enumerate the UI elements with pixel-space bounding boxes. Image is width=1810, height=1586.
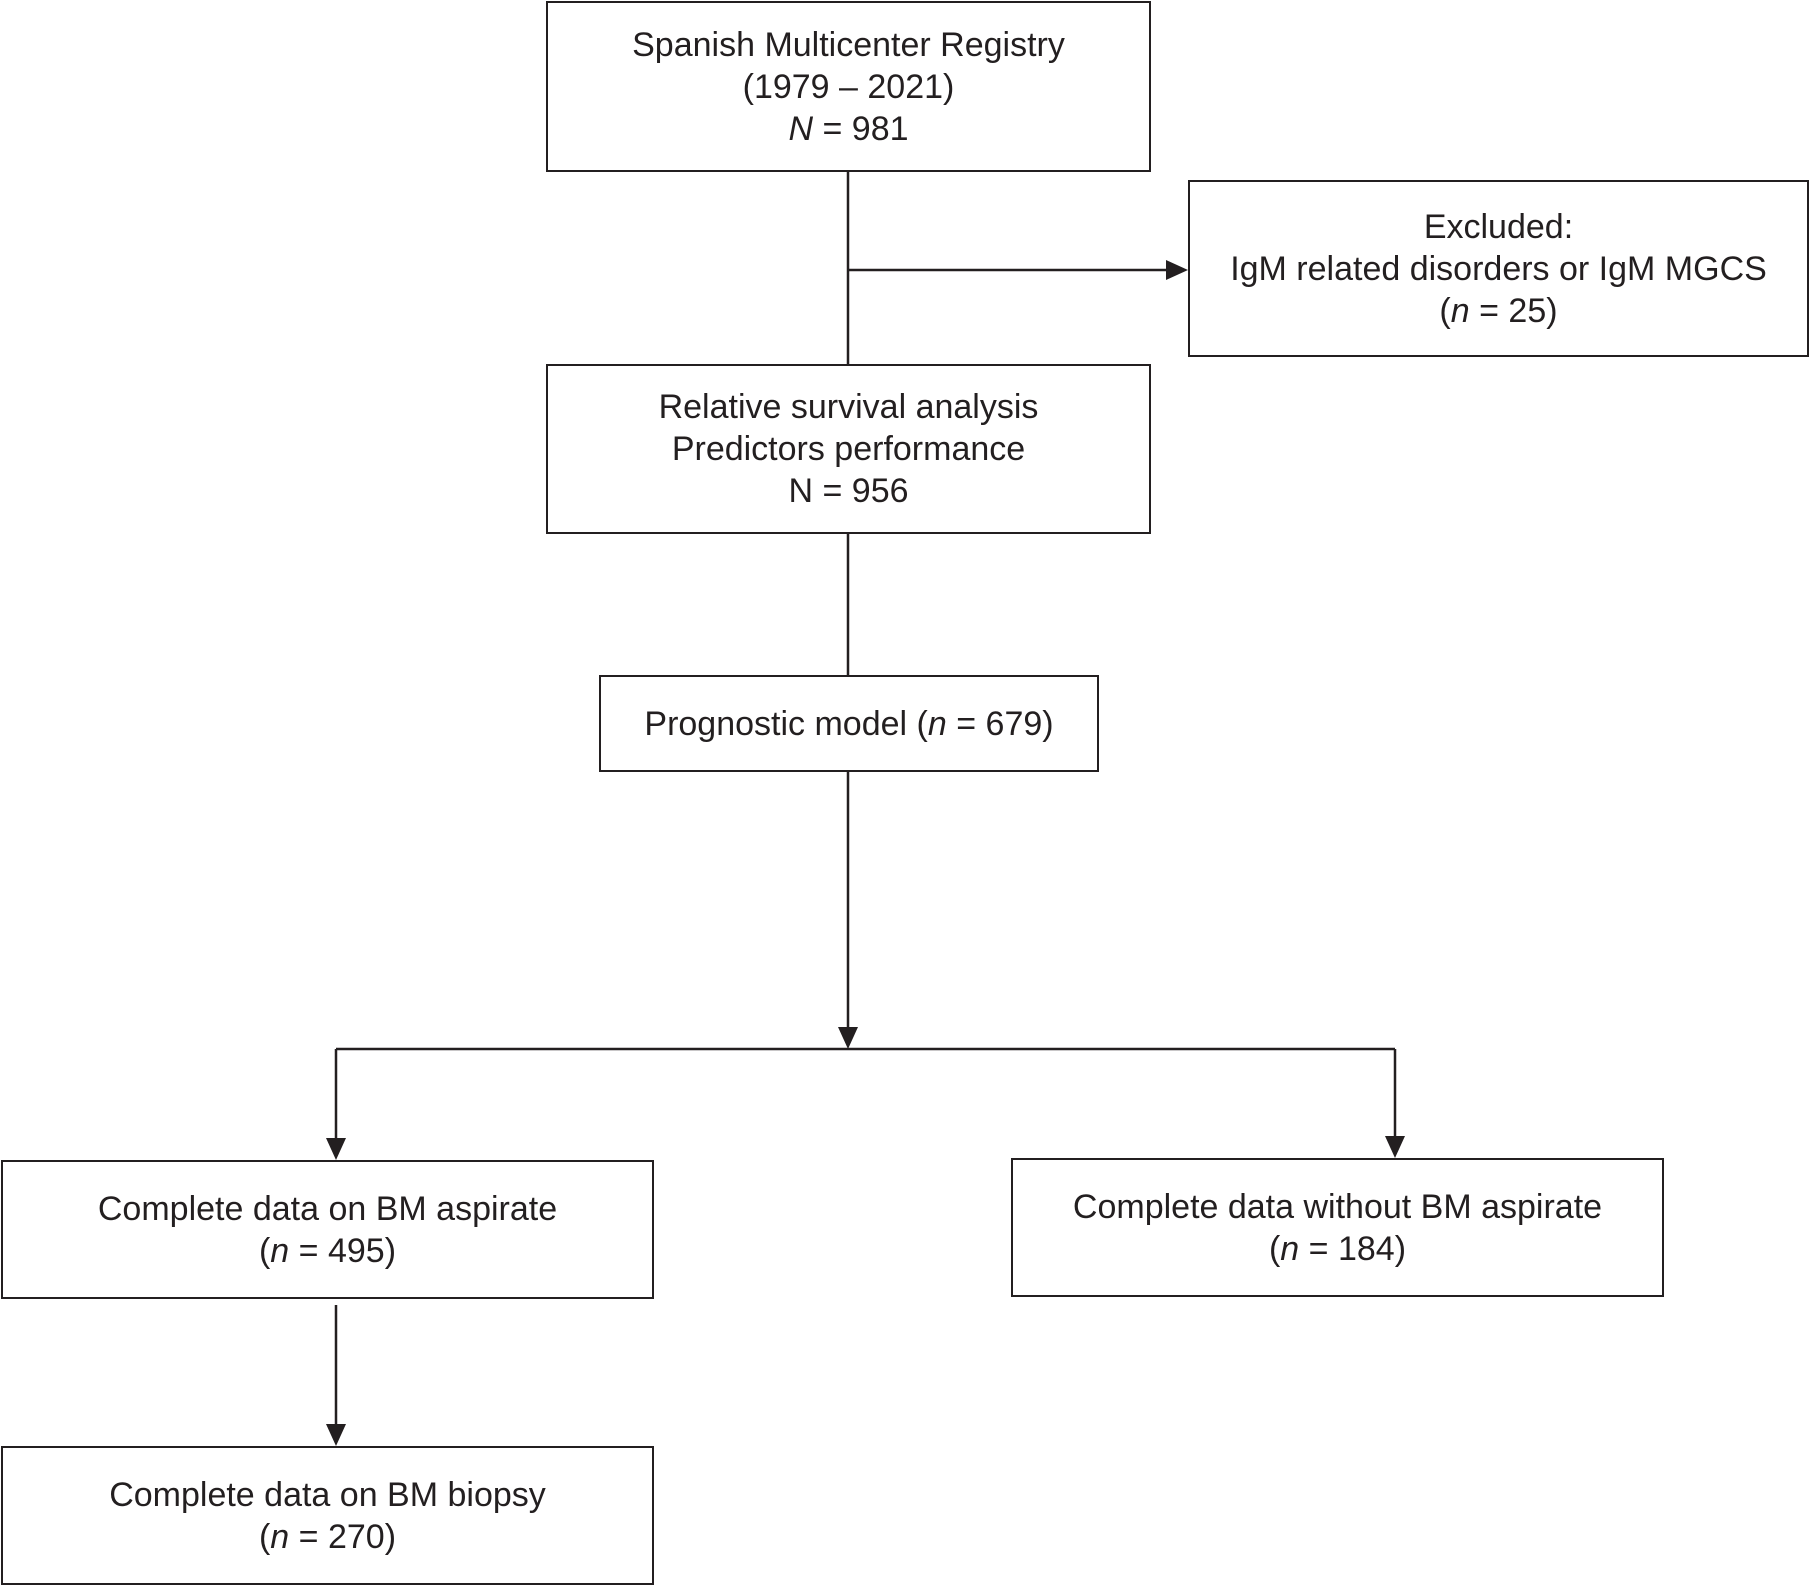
without-aspirate-label: Complete data without BM aspirate — [1072, 1187, 1603, 1226]
biopsy-count-value: = 270) — [289, 1517, 397, 1556]
aspirate-count-value: = 495) — [289, 1231, 397, 1270]
biopsy-count: (n = 270) — [259, 1516, 396, 1558]
prognostic-count-value: = 679) — [946, 704, 1054, 743]
without-bm-aspirate-box: Complete data without BM aspirate (n = 1… — [1011, 1158, 1664, 1297]
excluded-heading: Excluded: — [1423, 207, 1574, 246]
bm-biopsy-box: Complete data on BM biopsy (n = 270) — [1, 1446, 654, 1585]
arrowhead-biopsy — [326, 1424, 346, 1446]
biopsy-label: Complete data on BM biopsy — [109, 1475, 546, 1514]
prognostic-label-line: Prognostic model (n = 679) — [644, 703, 1053, 745]
biopsy-count-symbol: n — [270, 1517, 290, 1556]
biopsy-count-open: ( — [258, 1517, 271, 1556]
without-aspirate-count-open: ( — [1268, 1229, 1281, 1268]
registry-title: Spanish Multicenter Registry — [632, 25, 1065, 64]
registry-count: N = 981 — [788, 108, 908, 150]
prognostic-model-box: Prognostic model (n = 679) — [599, 675, 1099, 772]
registry-period: (1979 – 2021) — [742, 67, 955, 106]
excluded-count-value: = 25) — [1469, 291, 1558, 330]
prognostic-label: Prognostic model ( — [644, 704, 928, 743]
excluded-count: (n = 25) — [1439, 290, 1557, 332]
arrowhead-excluded — [1166, 260, 1188, 280]
arrowhead-without-aspirate — [1385, 1136, 1405, 1158]
without-aspirate-count-symbol: n — [1280, 1229, 1300, 1268]
aspirate-label: Complete data on BM aspirate — [97, 1189, 558, 1228]
survival-line-2: Predictors performance — [671, 430, 1026, 468]
registry-count-value: = 981 — [813, 109, 909, 148]
excluded-count-symbol: n — [1450, 291, 1470, 330]
without-aspirate-count-value: = 184) — [1299, 1229, 1407, 1268]
aspirate-count-open: ( — [258, 1231, 271, 1270]
registry-count-symbol: N — [788, 109, 814, 148]
excluded-reason: IgM related disorders or IgM MGCS — [1230, 249, 1767, 288]
aspirate-count: (n = 495) — [259, 1230, 396, 1272]
survival-count: N = 956 — [788, 472, 909, 510]
arrowhead-aspirate — [326, 1138, 346, 1160]
bm-aspirate-box: Complete data on BM aspirate (n = 495) — [1, 1160, 654, 1299]
survival-analysis-box: Relative survival analysis Predictors pe… — [546, 364, 1151, 534]
excluded-box: Excluded: IgM related disorders or IgM M… — [1188, 180, 1809, 357]
registry-box: Spanish Multicenter Registry (1979 – 202… — [546, 1, 1151, 172]
prognostic-count-symbol: n — [927, 704, 947, 743]
excluded-count-open: ( — [1439, 291, 1451, 330]
arrowhead-split — [838, 1027, 858, 1049]
aspirate-count-symbol: n — [270, 1231, 290, 1270]
survival-line-1: Relative survival analysis — [658, 388, 1039, 426]
without-aspirate-count: (n = 184) — [1269, 1228, 1406, 1270]
